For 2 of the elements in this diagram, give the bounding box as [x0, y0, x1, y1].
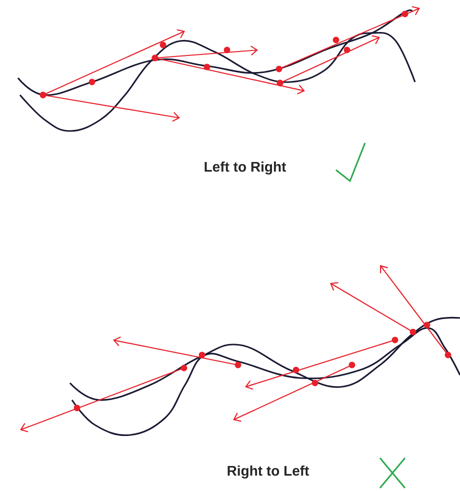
panel-caption: Right to Left — [228, 465, 310, 479]
panel-caption: Left to Right — [204, 161, 286, 175]
